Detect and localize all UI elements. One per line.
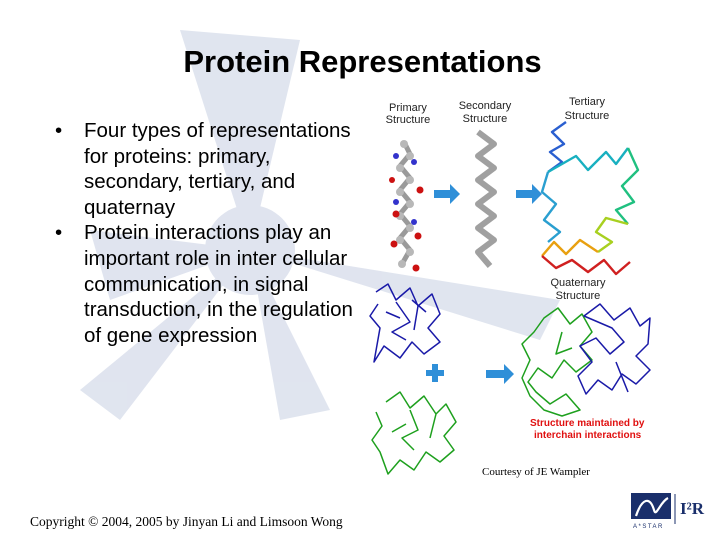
quaternary-structure-complex — [521, 303, 651, 417]
logo-text: I²R — [680, 499, 705, 518]
bullet-marker: • — [55, 119, 63, 142]
plus-icon — [426, 364, 444, 382]
logo-emblem — [631, 493, 671, 519]
bullet-text: Four types of representations for protei… — [84, 119, 351, 219]
logo-subtext: A*STAR — [633, 524, 664, 530]
i2r-astar-logo: I²R A*STAR — [631, 493, 705, 530]
tertiary-structure-fold — [540, 121, 640, 276]
arrow-right-icon — [486, 364, 514, 384]
slide-title: Protein Representations — [183, 44, 542, 79]
bullet-marker: • — [55, 221, 63, 245]
protein-structure-figure: Primary Structure Secondary Structure Te… — [369, 96, 651, 475]
bullet-item: • Protein interactions play an important… — [55, 220, 355, 348]
primary-structure-label-2: Structure — [386, 114, 431, 126]
bullet-text: Protein interactions play an important r… — [84, 221, 353, 347]
protein-chain-a-blue — [369, 283, 441, 363]
primary-structure-label-1: Primary — [389, 102, 427, 114]
arrow-right-icon — [434, 184, 460, 204]
interchain-note-2: interchain interactions — [534, 430, 642, 441]
primary-structure-chain — [389, 140, 424, 272]
interchain-note-1: Structure maintained by — [530, 418, 645, 429]
quaternary-structure-label-1: Quaternary — [550, 277, 606, 289]
secondary-structure-label-1: Secondary — [459, 100, 512, 112]
bullet-item: • Four types of representations for prot… — [55, 118, 355, 220]
quaternary-structure-label-2: Structure — [556, 290, 601, 302]
bullet-list: • Four types of representations for prot… — [55, 118, 355, 348]
arrow-right-icon — [516, 184, 542, 204]
secondary-structure-label-2: Structure — [463, 113, 508, 125]
secondary-structure-helix — [475, 129, 497, 268]
tertiary-structure-label-2: Structure — [565, 110, 610, 122]
logo-swoosh — [634, 497, 669, 517]
protein-chain-b-green — [371, 391, 457, 475]
copyright-notice: Copyright © 2004, 2005 by Jinyan Li and … — [30, 514, 343, 529]
tertiary-structure-label-1: Tertiary — [569, 96, 606, 108]
image-credit: Courtesy of JE Wampler — [482, 466, 590, 478]
